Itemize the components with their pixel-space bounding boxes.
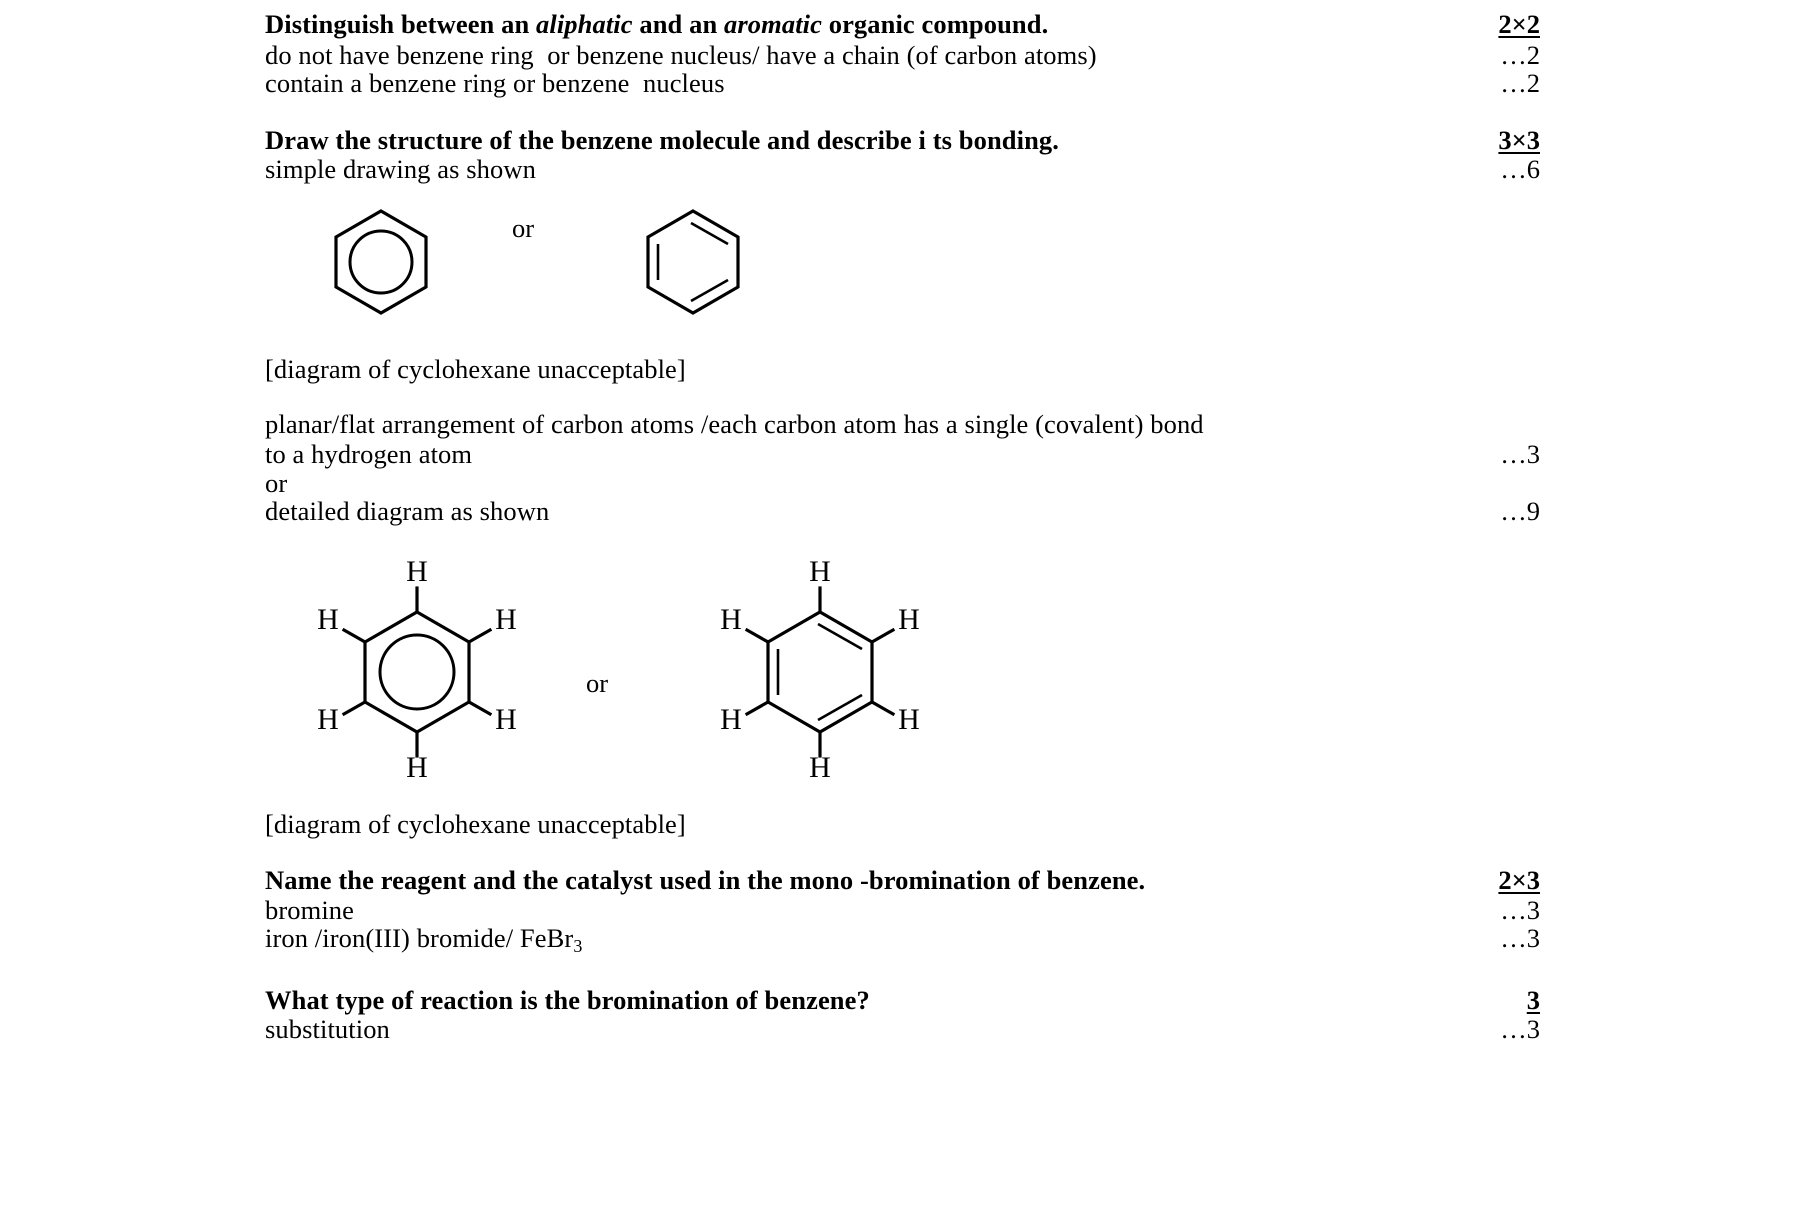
or-label-detailed: or	[586, 668, 609, 698]
delocalised-hexagon-svg	[334, 209, 428, 315]
q2-note-cyclohexane-2: [diagram of cyclohexane unacceptable]	[265, 809, 686, 839]
hydrogen-label-top-right: H	[898, 603, 920, 636]
double-bond-inner-1	[690, 221, 729, 246]
q3-total-mark-value: 2×3	[1498, 865, 1540, 895]
question-heading-q4: What type of reaction is the bromination…	[265, 985, 870, 1015]
q3-answer-bromine-mark: …3	[1500, 895, 1540, 925]
q1-heading-post: organic compound.	[822, 9, 1049, 39]
q2-answer-detailed-drawing: detailed diagram as shown	[265, 496, 550, 526]
q3-answer-catalyst-text: iron /iron(III) bromide/ FeBr	[265, 923, 574, 953]
hexagon-outline	[334, 209, 428, 315]
hydrogen-label-bottom-left: H	[720, 703, 742, 736]
bond-to-hydrogen-bottom-right	[466, 699, 493, 717]
bond-to-hydrogen-top-right	[466, 627, 493, 645]
q2-total-mark-value: 3×3	[1498, 125, 1540, 155]
bond-to-hydrogen-top-left	[341, 627, 368, 645]
q2-answer-detailed-drawing-mark: …9	[1500, 496, 1540, 526]
question-heading-q3: Name the reagent and the catalyst used i…	[265, 865, 1146, 895]
q3-total-mark: 2×3	[1250, 866, 1540, 895]
or-label-simple: or	[512, 213, 535, 243]
q2-answer-hydrogen: to a hydrogen atom	[265, 439, 473, 469]
hydrogen-label-bottom: H	[406, 751, 428, 784]
hexagon-outline	[766, 610, 874, 734]
double-bond-inner-2	[817, 693, 863, 722]
q3-answer-catalyst-subscript: 3	[573, 936, 583, 957]
bond-to-hydrogen-bottom-right	[869, 699, 896, 717]
q1-heading-em-aliphatic: aliphatic	[536, 9, 633, 39]
question-heading-q1: Distinguish between an aliphatic and an …	[265, 10, 1048, 39]
q1-answer-2-mark: …2	[1500, 68, 1540, 98]
hydrogen-label-top: H	[809, 555, 831, 588]
q1-answer-2: contain a benzene ring or benzene nucleu…	[265, 68, 725, 98]
hydrogen-label-top: H	[406, 555, 428, 588]
kekule-hexagon-svg	[646, 209, 740, 315]
benzene-simple-kekule-diagram	[645, 208, 741, 316]
q1-heading-pre: Distinguish between an	[265, 9, 537, 39]
q2-answer-hydrogen-mark: …3	[1500, 439, 1540, 469]
hydrogen-label-top-left: H	[720, 603, 742, 636]
q1-heading-mid: and an	[632, 9, 725, 39]
delocalisation-circle	[378, 633, 456, 711]
q1-answer-1-mark: …2	[1500, 40, 1540, 70]
delocalisation-circle	[348, 229, 414, 295]
q1-answer-1: do not have benzene ring or benzene nucl…	[265, 40, 1097, 70]
bond-to-hydrogen-top-left	[744, 627, 771, 645]
benzene-detailed-delocalised-diagram: H H H H H H	[312, 555, 522, 784]
detailed-kekule-svg: H H H H H H	[720, 555, 920, 784]
q2-answer-or: or	[265, 468, 288, 498]
hydrogen-label-top-left: H	[317, 603, 339, 636]
q4-answer-substitution-mark: …3	[1500, 1014, 1540, 1044]
q2-note-cyclohexane-1: [diagram of cyclohexane unacceptable]	[265, 354, 686, 384]
hydrogen-label-bottom-right: H	[898, 703, 920, 736]
detailed-delocalised-svg: H H H H H H	[317, 555, 517, 784]
double-bond-inner-2	[690, 278, 729, 303]
bond-to-hydrogen-top-right	[869, 627, 896, 645]
hydrogen-label-bottom: H	[809, 751, 831, 784]
q1-total-mark: 2×2	[1250, 10, 1540, 39]
q4-total-mark: 3	[1250, 986, 1540, 1015]
q3-answer-catalyst-mark: …3	[1500, 923, 1540, 953]
bond-to-hydrogen-bottom-left	[341, 699, 368, 717]
bond-to-hydrogen-bottom-left	[744, 699, 771, 717]
q2-answer-simple-drawing: simple drawing as shown	[265, 154, 536, 184]
q2-answer-planar: planar/flat arrangement of carbon atoms …	[265, 409, 1204, 439]
q2-answer-simple-drawing-mark: …6	[1500, 154, 1540, 184]
q3-answer-bromine: bromine	[265, 895, 355, 925]
hydrogen-label-bottom-right: H	[495, 703, 517, 736]
q1-total-mark-value: 2×2	[1498, 9, 1540, 39]
q4-total-mark-value: 3	[1526, 985, 1540, 1015]
q4-answer-substitution: substitution	[265, 1014, 390, 1044]
hydrogen-label-bottom-left: H	[317, 703, 339, 736]
q3-answer-catalyst: iron /iron(III) bromide/ FeBr3	[265, 924, 582, 956]
q1-heading-em-aromatic: aromatic	[724, 9, 822, 39]
hexagon-outline	[646, 209, 740, 315]
hydrogen-label-top-right: H	[495, 603, 517, 636]
double-bond-inner-1	[817, 622, 863, 651]
question-heading-q2: Draw the structure of the benzene molecu…	[265, 125, 1059, 155]
q2-total-mark: 3×3	[1250, 126, 1540, 155]
benzene-simple-delocalised-diagram	[333, 208, 429, 316]
benzene-detailed-kekule-diagram: H H H H H H	[715, 555, 925, 784]
